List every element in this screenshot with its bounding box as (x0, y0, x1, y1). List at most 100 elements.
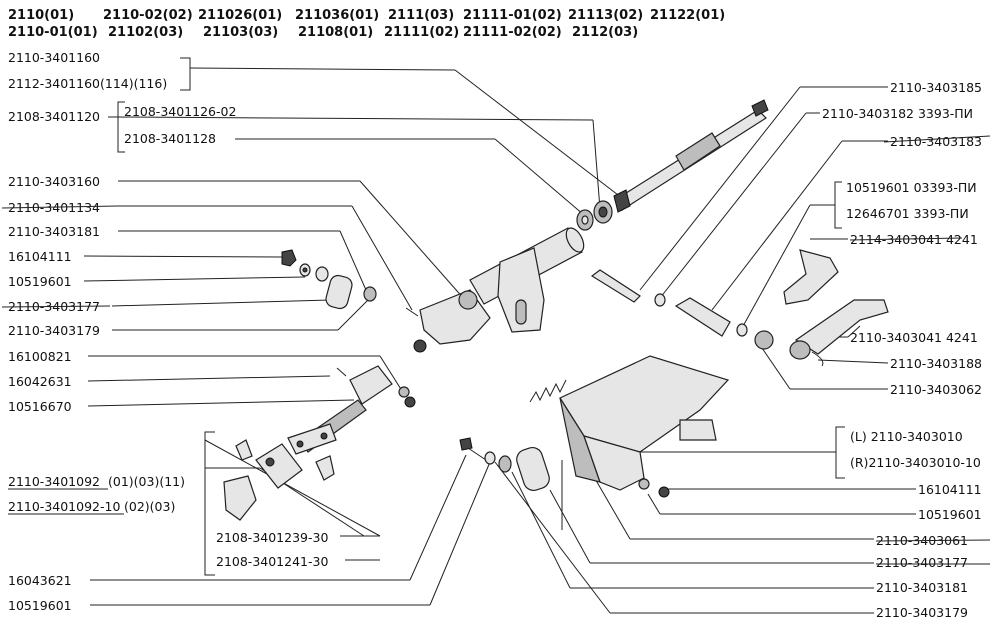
leader-line (647, 493, 661, 515)
washer (638, 478, 650, 490)
left-hardware (281, 249, 377, 310)
shaft-spline (751, 99, 769, 117)
right-upper-hardware (590, 269, 774, 350)
leader-line (592, 119, 601, 210)
part-label: 2112-3401160(114)(116) (8, 76, 167, 91)
strike-mark (875, 539, 991, 542)
upper-joint (349, 365, 393, 405)
bracket (180, 57, 191, 91)
lever-hub (789, 340, 811, 360)
lower-coupling (223, 439, 335, 521)
part-label: 10516670 (8, 399, 72, 414)
left-part-labels: 2110-3401160 2112-3401160(114)(116) 2108… (8, 50, 328, 613)
washer-hole (302, 267, 308, 273)
leader-line (659, 112, 807, 299)
flange-hole (296, 440, 304, 448)
part-label: 16104111 (918, 482, 982, 497)
bracket (204, 431, 215, 576)
part-label-suffix: (02)(03) (124, 499, 175, 514)
part-label: 10519601 (918, 507, 982, 522)
bearing-hole (598, 206, 608, 218)
shaft-collar (675, 132, 721, 171)
part-label: 2108-3401239-30 (216, 530, 328, 545)
leader-line (204, 439, 381, 537)
leader-line (409, 454, 467, 581)
part-label: 2110-3401160 (8, 50, 100, 65)
label-marks (1, 205, 124, 515)
center-hardware (459, 437, 550, 491)
leader-line (189, 67, 456, 71)
pin (315, 455, 335, 481)
leader-line (83, 276, 306, 282)
part-label: 2110-3403188 (890, 356, 982, 371)
leader-line (511, 471, 571, 589)
bracket (117, 101, 125, 153)
bearings (576, 200, 613, 231)
part-label: (L) 2110-3403010 (850, 429, 963, 444)
bearing-hole (581, 215, 589, 225)
leader-line (639, 86, 801, 291)
model-label: 2110(01) (8, 8, 74, 23)
leader-line (429, 461, 491, 606)
strike-mark (883, 135, 991, 143)
nut (404, 396, 416, 408)
part-label: 2108-3401241-30 (216, 554, 328, 569)
part-label: 2110-3401092-10 (8, 499, 120, 514)
model-label: 21111-02(02) (463, 25, 562, 40)
part-label: 2110-3403041 4241 (850, 330, 978, 345)
part-label: 10519601 (8, 274, 72, 289)
coupling-block (255, 443, 303, 489)
lever-2114 (783, 249, 839, 305)
mounting-bracket (559, 355, 730, 498)
washer (484, 451, 496, 465)
washer (736, 323, 748, 337)
screw (405, 307, 419, 317)
strike-mark (1, 205, 119, 209)
flange-hole (320, 432, 328, 440)
leader-line (454, 69, 623, 199)
part-label: 10519601 (8, 598, 72, 613)
part-label: 10519601 03393-ПИ (846, 180, 977, 195)
leader-line (494, 461, 611, 614)
bolt (590, 269, 641, 303)
leader-line (83, 255, 283, 258)
model-label: 21122(01) (650, 8, 725, 23)
tube-end (565, 227, 585, 253)
part-label: 2110-3403182 3393-ПИ (822, 106, 973, 121)
part-label: 2110-3403179 (8, 323, 100, 338)
part-label: 2110-3403160 (8, 174, 100, 189)
leader-line (379, 355, 405, 395)
lever-2110 (794, 299, 889, 355)
model-label: 21111-01(02) (463, 8, 562, 23)
leader-line (549, 489, 591, 564)
model-header: 2110(01) 2110-02(02) 211026(01) 211036(0… (8, 8, 725, 40)
part-label: 2110-3403062 (890, 382, 982, 397)
model-label: 21103(03) (203, 25, 278, 40)
spacer (674, 297, 731, 337)
bracket-front (583, 435, 645, 491)
leader-line (117, 116, 594, 121)
model-label: 2111(03) (388, 8, 454, 23)
bushing (363, 286, 377, 302)
spring-bushing (754, 330, 774, 350)
part-label: 2108-3401126-02 (124, 104, 236, 119)
part-label: 2110-3403177 (876, 555, 968, 570)
coil-spring (529, 379, 567, 403)
model-label: 2112(03) (572, 25, 638, 40)
washer (654, 293, 666, 307)
washer (315, 266, 329, 282)
part-label: (R)2110-3403010-10 (850, 455, 981, 470)
leader-line (337, 295, 373, 331)
lower-bracket (419, 289, 491, 345)
part-label: 2108-3401120 (8, 109, 100, 124)
plate (325, 274, 353, 310)
bolt (336, 367, 347, 377)
bracket-tab (679, 419, 717, 441)
leader-line (111, 299, 331, 307)
part-label: 16042631 (8, 374, 72, 389)
column-tube (405, 227, 585, 353)
spring (529, 379, 567, 403)
bolt-shank (467, 447, 487, 461)
bracket (835, 426, 845, 479)
